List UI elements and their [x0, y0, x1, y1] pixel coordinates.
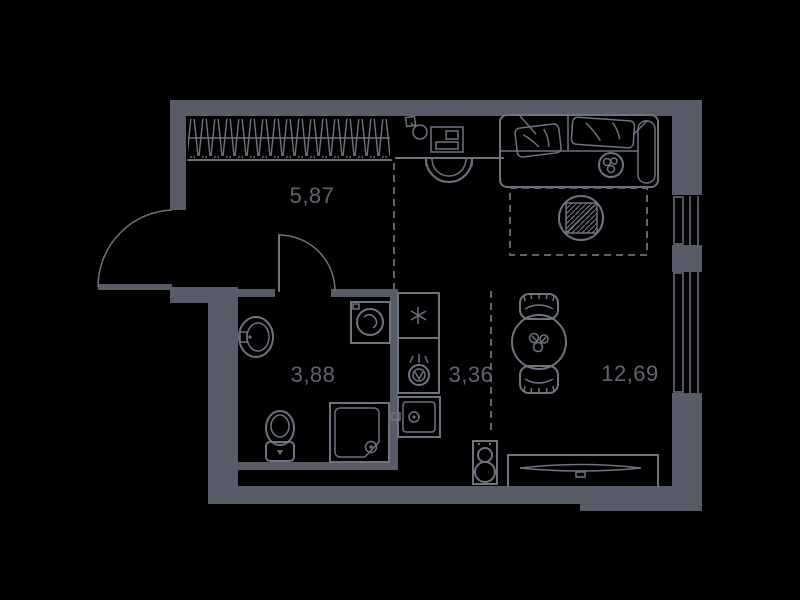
wall-right-upper: [672, 100, 702, 195]
zone-dividers: [393, 163, 492, 433]
tv-area: [507, 454, 659, 487]
sofa-bed: [499, 114, 659, 188]
windows: [673, 196, 699, 393]
washing-machine-icon: [350, 301, 391, 344]
column-icon: [558, 195, 604, 241]
shower-cabin-icon: [329, 402, 390, 463]
wardrobe-hatch: [187, 119, 392, 161]
pillow-right: [570, 116, 636, 149]
dining-chair-bottom: [519, 365, 559, 395]
hallway-area-label: 5,87: [289, 183, 335, 208]
entrance-door-leaf: [98, 284, 172, 290]
stove-icon: [472, 440, 498, 485]
entrance-door-swing-arc: [97, 209, 173, 288]
wall-bathroom-top-left: [238, 289, 275, 297]
wall-bathroom-kitchen-divider: [390, 289, 398, 470]
living-room-area-label: 12,69: [601, 361, 659, 386]
dining-set: [511, 292, 567, 395]
wall-left-step: [170, 287, 238, 303]
dashed-zone-under-sofa: [509, 187, 648, 256]
desk-area: [395, 115, 504, 183]
kitchen-sink-icon: [391, 396, 441, 438]
vent-boiler-icon: [397, 337, 440, 394]
table-plant-icon: [528, 332, 549, 353]
bathroom-area-label: 3,88: [290, 362, 336, 387]
wall-bathroom-bottom: [238, 462, 398, 470]
wall-bottom-right-step: [580, 504, 702, 511]
wall-bottom: [208, 486, 702, 504]
wash-basin-icon: [238, 316, 274, 358]
tv-console: [507, 454, 659, 487]
kitchen-area-label: 3,36: [448, 362, 494, 387]
window-upper: [673, 196, 699, 245]
bathroom-door: [278, 234, 336, 292]
blanket-fold: [519, 115, 649, 135]
pillow-left: [514, 123, 562, 158]
sofa-arm: [637, 120, 656, 184]
side-table-plant-icon: [598, 152, 624, 178]
monitor-icon: [430, 126, 464, 153]
wall-left-lower: [208, 303, 238, 504]
wall-bathroom-top-right: [331, 289, 398, 297]
entrance-door: [97, 209, 173, 290]
toilet-icon: [265, 410, 295, 462]
wall-left-upper: [170, 100, 186, 210]
tv-icon: [519, 463, 642, 478]
wall-right-pier: [672, 245, 702, 272]
fridge-icon: [397, 292, 440, 339]
wall-lamp-icon: [404, 115, 428, 140]
desk-chair-icon: [425, 158, 473, 183]
wall-top: [170, 100, 702, 116]
dining-chair-top: [519, 292, 559, 320]
bathroom-door-swing-arc: [278, 234, 336, 292]
kitchen-units: [391, 292, 498, 485]
snowflake-icon: [410, 307, 427, 324]
wall-right-lower: [672, 393, 702, 511]
walls: [170, 100, 702, 511]
bathroom-fixtures: [238, 301, 391, 463]
window-lower: [673, 272, 699, 393]
dining-table: [511, 314, 567, 370]
